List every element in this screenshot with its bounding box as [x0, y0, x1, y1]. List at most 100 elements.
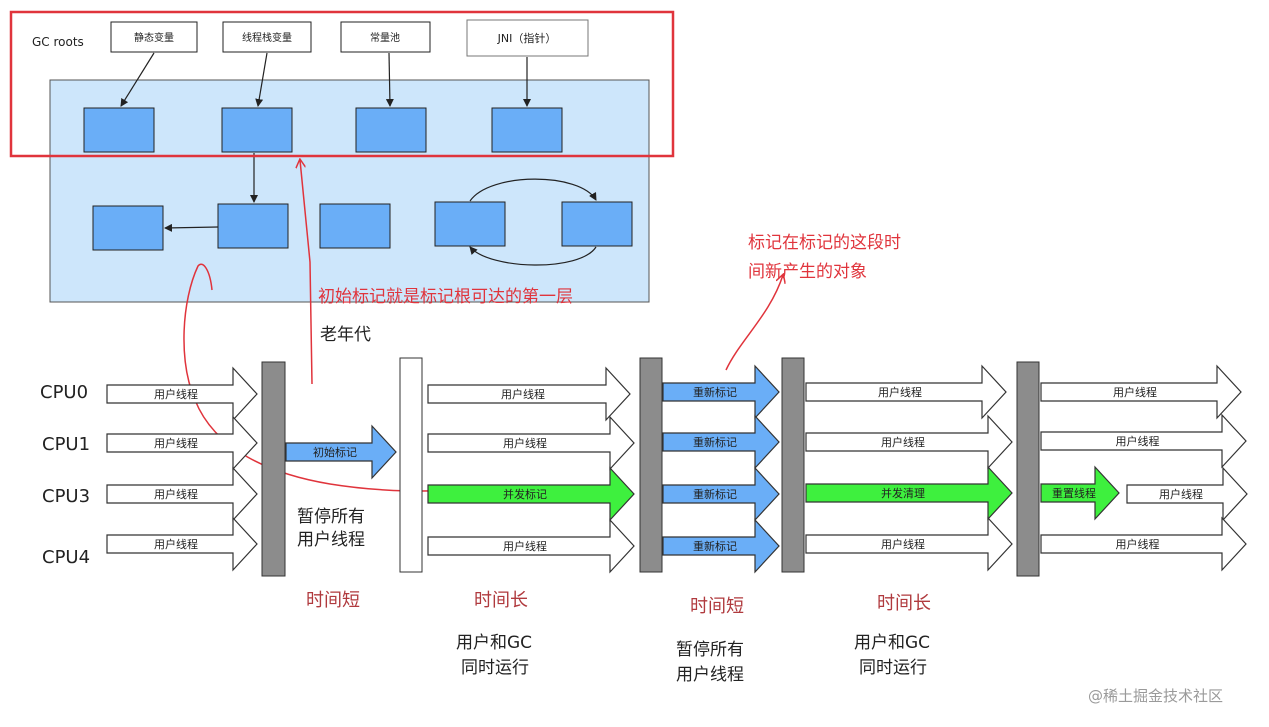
heap-area: GC roots 静态变量 线程栈变量 常量池 JNI（指针）: [9, 10, 675, 303]
arrow-label: 用户线程: [503, 539, 547, 553]
arrow-shape: [1040, 465, 1120, 521]
initial-mark-callout-arrow: [300, 160, 313, 385]
user-thread-arrow: 用户线程: [427, 366, 631, 422]
arrow-shape: [427, 466, 635, 522]
phase4-desc-line1: 用户和GC: [854, 633, 930, 653]
phase2-duration: 时间长: [474, 590, 528, 611]
cpu-label: CPU4: [42, 547, 90, 568]
arrow-label: 用户线程: [1116, 537, 1160, 551]
remark-note-line1: 标记在标记的这段时: [748, 233, 901, 253]
object-box: [83, 107, 155, 153]
watermark: @稀土掘金技术社区: [1088, 687, 1223, 705]
object-box: [355, 107, 427, 153]
phase1-duration: 时间短: [306, 590, 360, 611]
phase4-desc-line2: 同时运行: [859, 658, 927, 678]
arrow-label: 用户线程: [501, 387, 545, 401]
phase3-desc-line1: 暂停所有: [676, 640, 744, 660]
phase3-desc-line2: 用户线程: [676, 665, 744, 685]
concurrent-sweep-arrow: 并发清理: [805, 465, 1013, 521]
arrow-label: 重新标记: [693, 539, 737, 553]
root-box-jni: JNI（指针）: [466, 19, 589, 57]
arrow-label: 用户线程: [1113, 385, 1157, 399]
arrow-shape: [106, 366, 258, 422]
arrow-shape: [106, 466, 258, 522]
arrow-shape: [285, 424, 397, 480]
arrow-label: 重置线程: [1052, 486, 1096, 500]
concurrent-mark-arrow: 并发标记: [427, 466, 635, 522]
root-label-thread-stack-vars: 线程栈变量: [242, 31, 292, 44]
object-box: [92, 205, 164, 251]
gc-roots-label: GC roots: [32, 35, 84, 49]
user-thread-arrow: 用户线程: [805, 364, 1007, 420]
arrow-shape: [662, 364, 780, 420]
root-box-constant-pool: 常量池: [340, 21, 431, 53]
arrow-shape: [805, 465, 1013, 521]
old-gen-label: 老年代: [320, 325, 371, 345]
arrow-label: 重新标记: [693, 435, 737, 449]
arrow-shape: [427, 518, 635, 574]
object-box: [319, 203, 391, 249]
cpu-label: CPU3: [42, 486, 90, 507]
remark-arrow: 重新标记: [662, 364, 780, 420]
phase1-desc-line2: 用户线程: [297, 530, 365, 550]
initial-mark-scope-curve: [183, 263, 489, 492]
user-thread-arrow: 用户线程: [106, 366, 258, 422]
remark-arrow: 重新标记: [662, 518, 780, 574]
arrow-label: 并发标记: [503, 487, 547, 501]
arrow-label: 并发清理: [881, 486, 925, 500]
user-thread-arrow: 用户线程: [1040, 516, 1247, 572]
root-label-static-vars: 静态变量: [134, 31, 174, 44]
arrow-label: 用户线程: [1116, 434, 1160, 448]
initial-mark-arrow: 初始标记: [285, 424, 397, 480]
user-thread-arrow: 用户线程: [427, 415, 635, 471]
arrow-shape: [662, 466, 780, 522]
remark-arrow: 重新标记: [662, 466, 780, 522]
concurrent-start-bar: [399, 357, 423, 573]
phase2-desc-line2: 同时运行: [461, 658, 529, 678]
arrow-shape: [106, 415, 258, 471]
pause-bar-initial-mark: [261, 361, 286, 577]
red-annotations: [183, 160, 783, 492]
reference-arrows: [120, 52, 597, 266]
user-thread-arrow: 用户线程: [1040, 413, 1247, 469]
root-box-thread-stack-vars: 线程栈变量: [222, 21, 312, 53]
arrow-label: 用户线程: [878, 385, 922, 399]
arrow-label: 重新标记: [693, 487, 737, 501]
user-thread-arrow: 用户线程: [1126, 466, 1248, 522]
arrow-shape: [1040, 364, 1242, 420]
arrow-label: 用户线程: [881, 537, 925, 551]
object-box: [491, 107, 563, 153]
arrow-label: 用户线程: [154, 387, 198, 401]
arrow-shape: [662, 518, 780, 574]
arrow-label: 重新标记: [693, 385, 737, 399]
arrow-shape: [805, 516, 1013, 572]
arrow-label: 用户线程: [154, 436, 198, 450]
remark-note-line2: 间新产生的对象: [748, 262, 867, 282]
pause-bar-remark: [639, 357, 663, 573]
object-box: [561, 201, 633, 247]
root-box-static-vars: 静态变量: [110, 21, 198, 53]
arrow-shape: [805, 414, 1013, 470]
pause-bar-reset: [1016, 361, 1040, 577]
user-thread-arrow: 用户线程: [427, 518, 635, 574]
arrow-shape: [427, 415, 635, 471]
arrow-shape: [662, 414, 780, 470]
user-thread-arrow: 用户线程: [1040, 364, 1242, 420]
gc-roots-highlight-frame: [9, 10, 675, 158]
object-box: [217, 203, 289, 249]
user-thread-arrow: 用户线程: [805, 516, 1013, 572]
arrow-shape: [106, 516, 258, 572]
root-label-constant-pool: 常量池: [370, 31, 400, 44]
user-thread-arrow: 用户线程: [106, 415, 258, 471]
cpu-label: CPU1: [42, 434, 90, 455]
thread-arrows: 用户线程用户线程用户线程用户线程初始标记用户线程用户线程并发标记用户线程重新标记…: [106, 364, 1248, 574]
phase2-desc-line1: 用户和GC: [456, 633, 532, 653]
phase1-desc-line1: 暂停所有: [297, 507, 365, 527]
initial-mark-note: 初始标记就是标记根可达的第一层: [318, 287, 573, 307]
reset-thread-arrow: 重置线程: [1040, 465, 1120, 521]
arrow-label: 用户线程: [154, 537, 198, 551]
arrow-shape: [805, 364, 1007, 420]
object-box: [221, 107, 293, 153]
arrow-label: 初始标记: [313, 445, 357, 459]
arrow-shape: [1040, 413, 1247, 469]
